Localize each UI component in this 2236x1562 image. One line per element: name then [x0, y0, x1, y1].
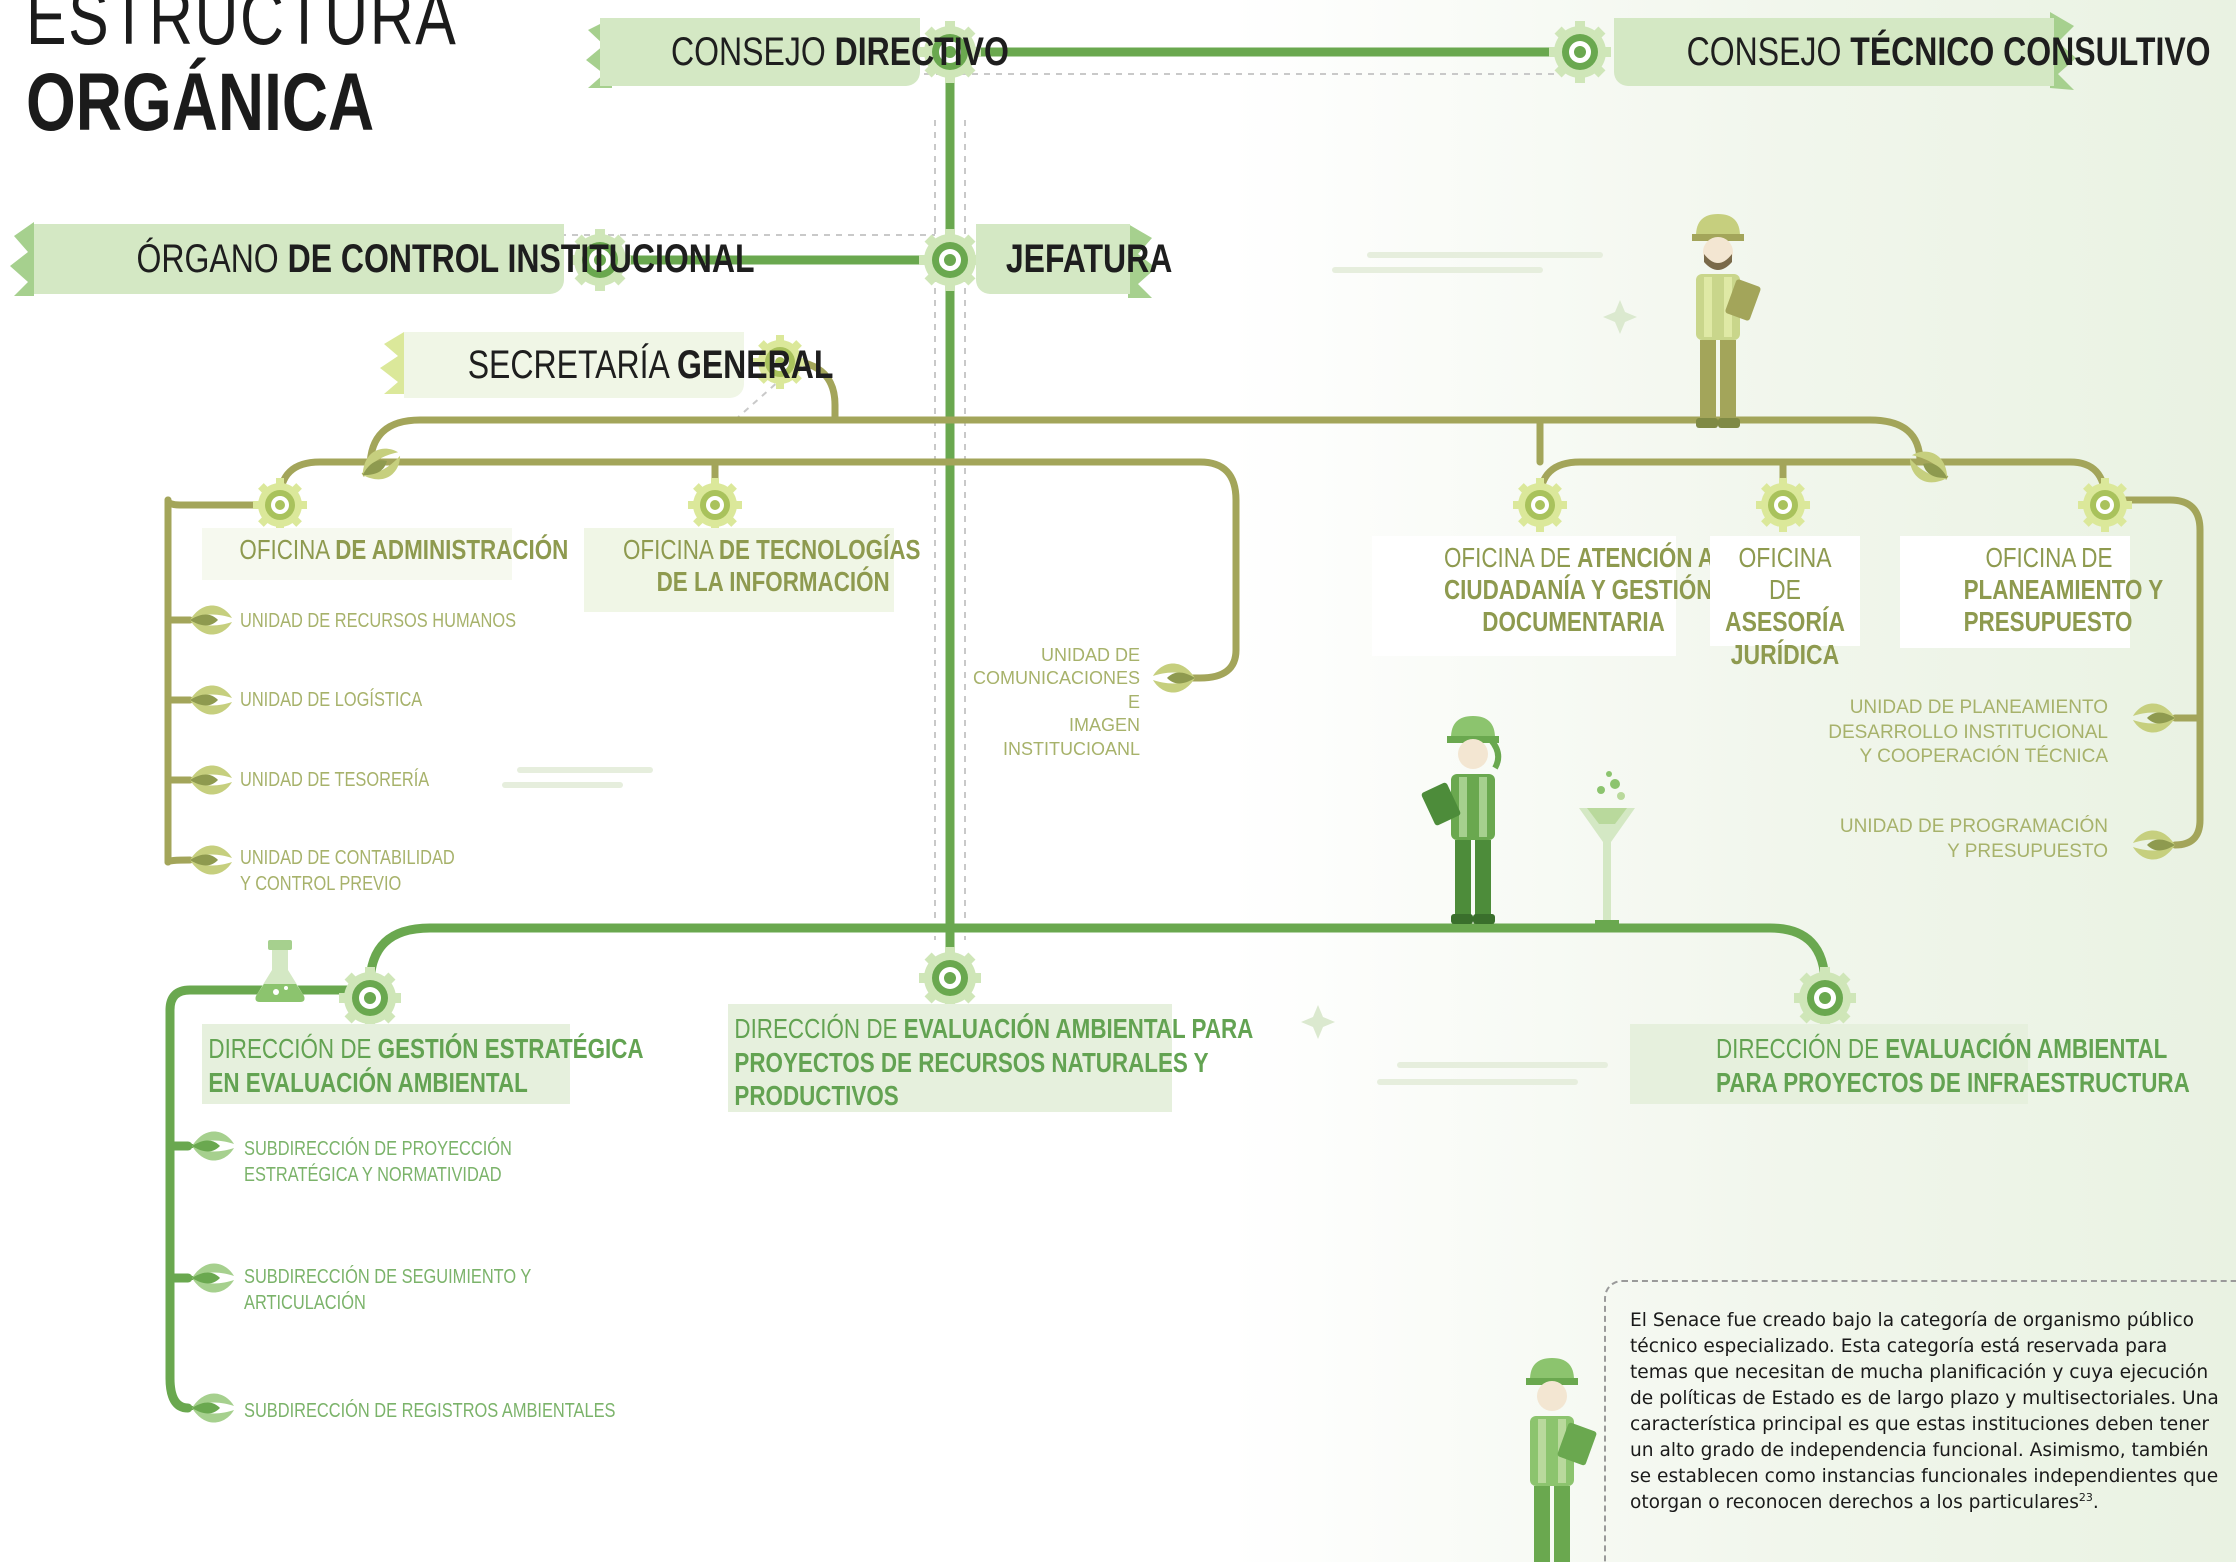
- jefatura-label: JEFATURA: [976, 224, 1172, 294]
- decor-lines: [502, 252, 1608, 1085]
- info-note: El Senace fue creado bajo la categoría d…: [1604, 1280, 2236, 1562]
- direccion-infraestructura: DIRECCIÓN DE EVALUACIÓN AMBIENTAL PARA P…: [1630, 1024, 2190, 1104]
- title-line-2: ORGÁNICA: [26, 57, 375, 148]
- unidad-programacion: UNIDAD DE PROGRAMACIÓN Y PRESUPUESTO: [1839, 816, 2108, 862]
- direccion-gestion-estrategica: DIRECCIÓN DE GESTIÓN ESTRATÉGICA EN EVAL…: [202, 1024, 644, 1104]
- subdireccion-proyeccion: SUBDIRECCIÓN DE PROYECCIÓN ESTRATÉGICA Y…: [244, 1138, 512, 1186]
- gear-node-icon: [253, 21, 2132, 1029]
- flask-icon: [1579, 771, 1635, 926]
- worker-icon: [1526, 1358, 1597, 1562]
- consejo-tecnico-label: CONSEJO TÉCNICO CONSULTIVO: [1614, 18, 2211, 86]
- trunk-lines: [165, 47, 1830, 1413]
- oficina-asesoria-juridica: OFICINA DE ASESORÍA JURÍDICA: [1710, 536, 1860, 670]
- unidad-recursos-humanos: UNIDAD DE RECURSOS HUMANOS: [240, 610, 517, 632]
- subdireccion-seguimiento: SUBDIRECCIÓN DE SEGUIMIENTO Y ARTICULACI…: [244, 1266, 532, 1314]
- organo-control-label: ÓRGANO DE CONTROL INSTITUCIONAL: [34, 224, 755, 294]
- unidad-tesoreria: UNIDAD DE TESORERÍA: [240, 769, 430, 791]
- unidad-planeamiento: UNIDAD DE PLANEAMIENTO DESARROLLO INSTIT…: [1828, 697, 2108, 768]
- flask-icon: [255, 940, 305, 1002]
- oficina-planeamiento: OFICINA DE PLANEAMIENTO Y PRESUPUESTO: [1900, 536, 2163, 648]
- worker-icon: [1692, 214, 1761, 428]
- subdireccion-registros: SUBDIRECCIÓN DE REGISTROS AMBIENTALES: [244, 1400, 616, 1422]
- secretaria-general-label: SECRETARÍA GENERAL: [404, 332, 833, 398]
- title-line-1: ESTRUCTURA: [26, 0, 458, 61]
- unidad-contabilidad: UNIDAD DE CONTABILIDAD Y CONTROL PREVIO: [240, 847, 455, 895]
- oficina-atencion-ciudadania: OFICINA DE ATENCIÓN A LA CIUDADANÍA Y GE…: [1372, 536, 1749, 656]
- sparkle-icon: [1301, 300, 1637, 1039]
- unidad-logistica: UNIDAD DE LOGÍSTICA: [240, 689, 423, 711]
- oficina-tecnologias: OFICINA DE TECNOLOGÍAS DE LA INFORMACIÓN: [584, 528, 920, 612]
- worker-icon: [1421, 716, 1502, 924]
- direccion-recursos-naturales: DIRECCIÓN DE EVALUACIÓN AMBIENTAL PARA P…: [728, 1004, 1253, 1112]
- consejo-directivo-label: CONSEJO DIRECTIVO: [600, 18, 1009, 86]
- oficina-administracion: OFICINA DE ADMINISTRACIÓN: [202, 528, 568, 580]
- page-title: ESTRUCTURA ORGÁNICA: [26, 0, 579, 144]
- unidad-comunicaciones: UNIDAD DE COMUNICACIONES E IMAGEN INSTIT…: [972, 645, 1140, 759]
